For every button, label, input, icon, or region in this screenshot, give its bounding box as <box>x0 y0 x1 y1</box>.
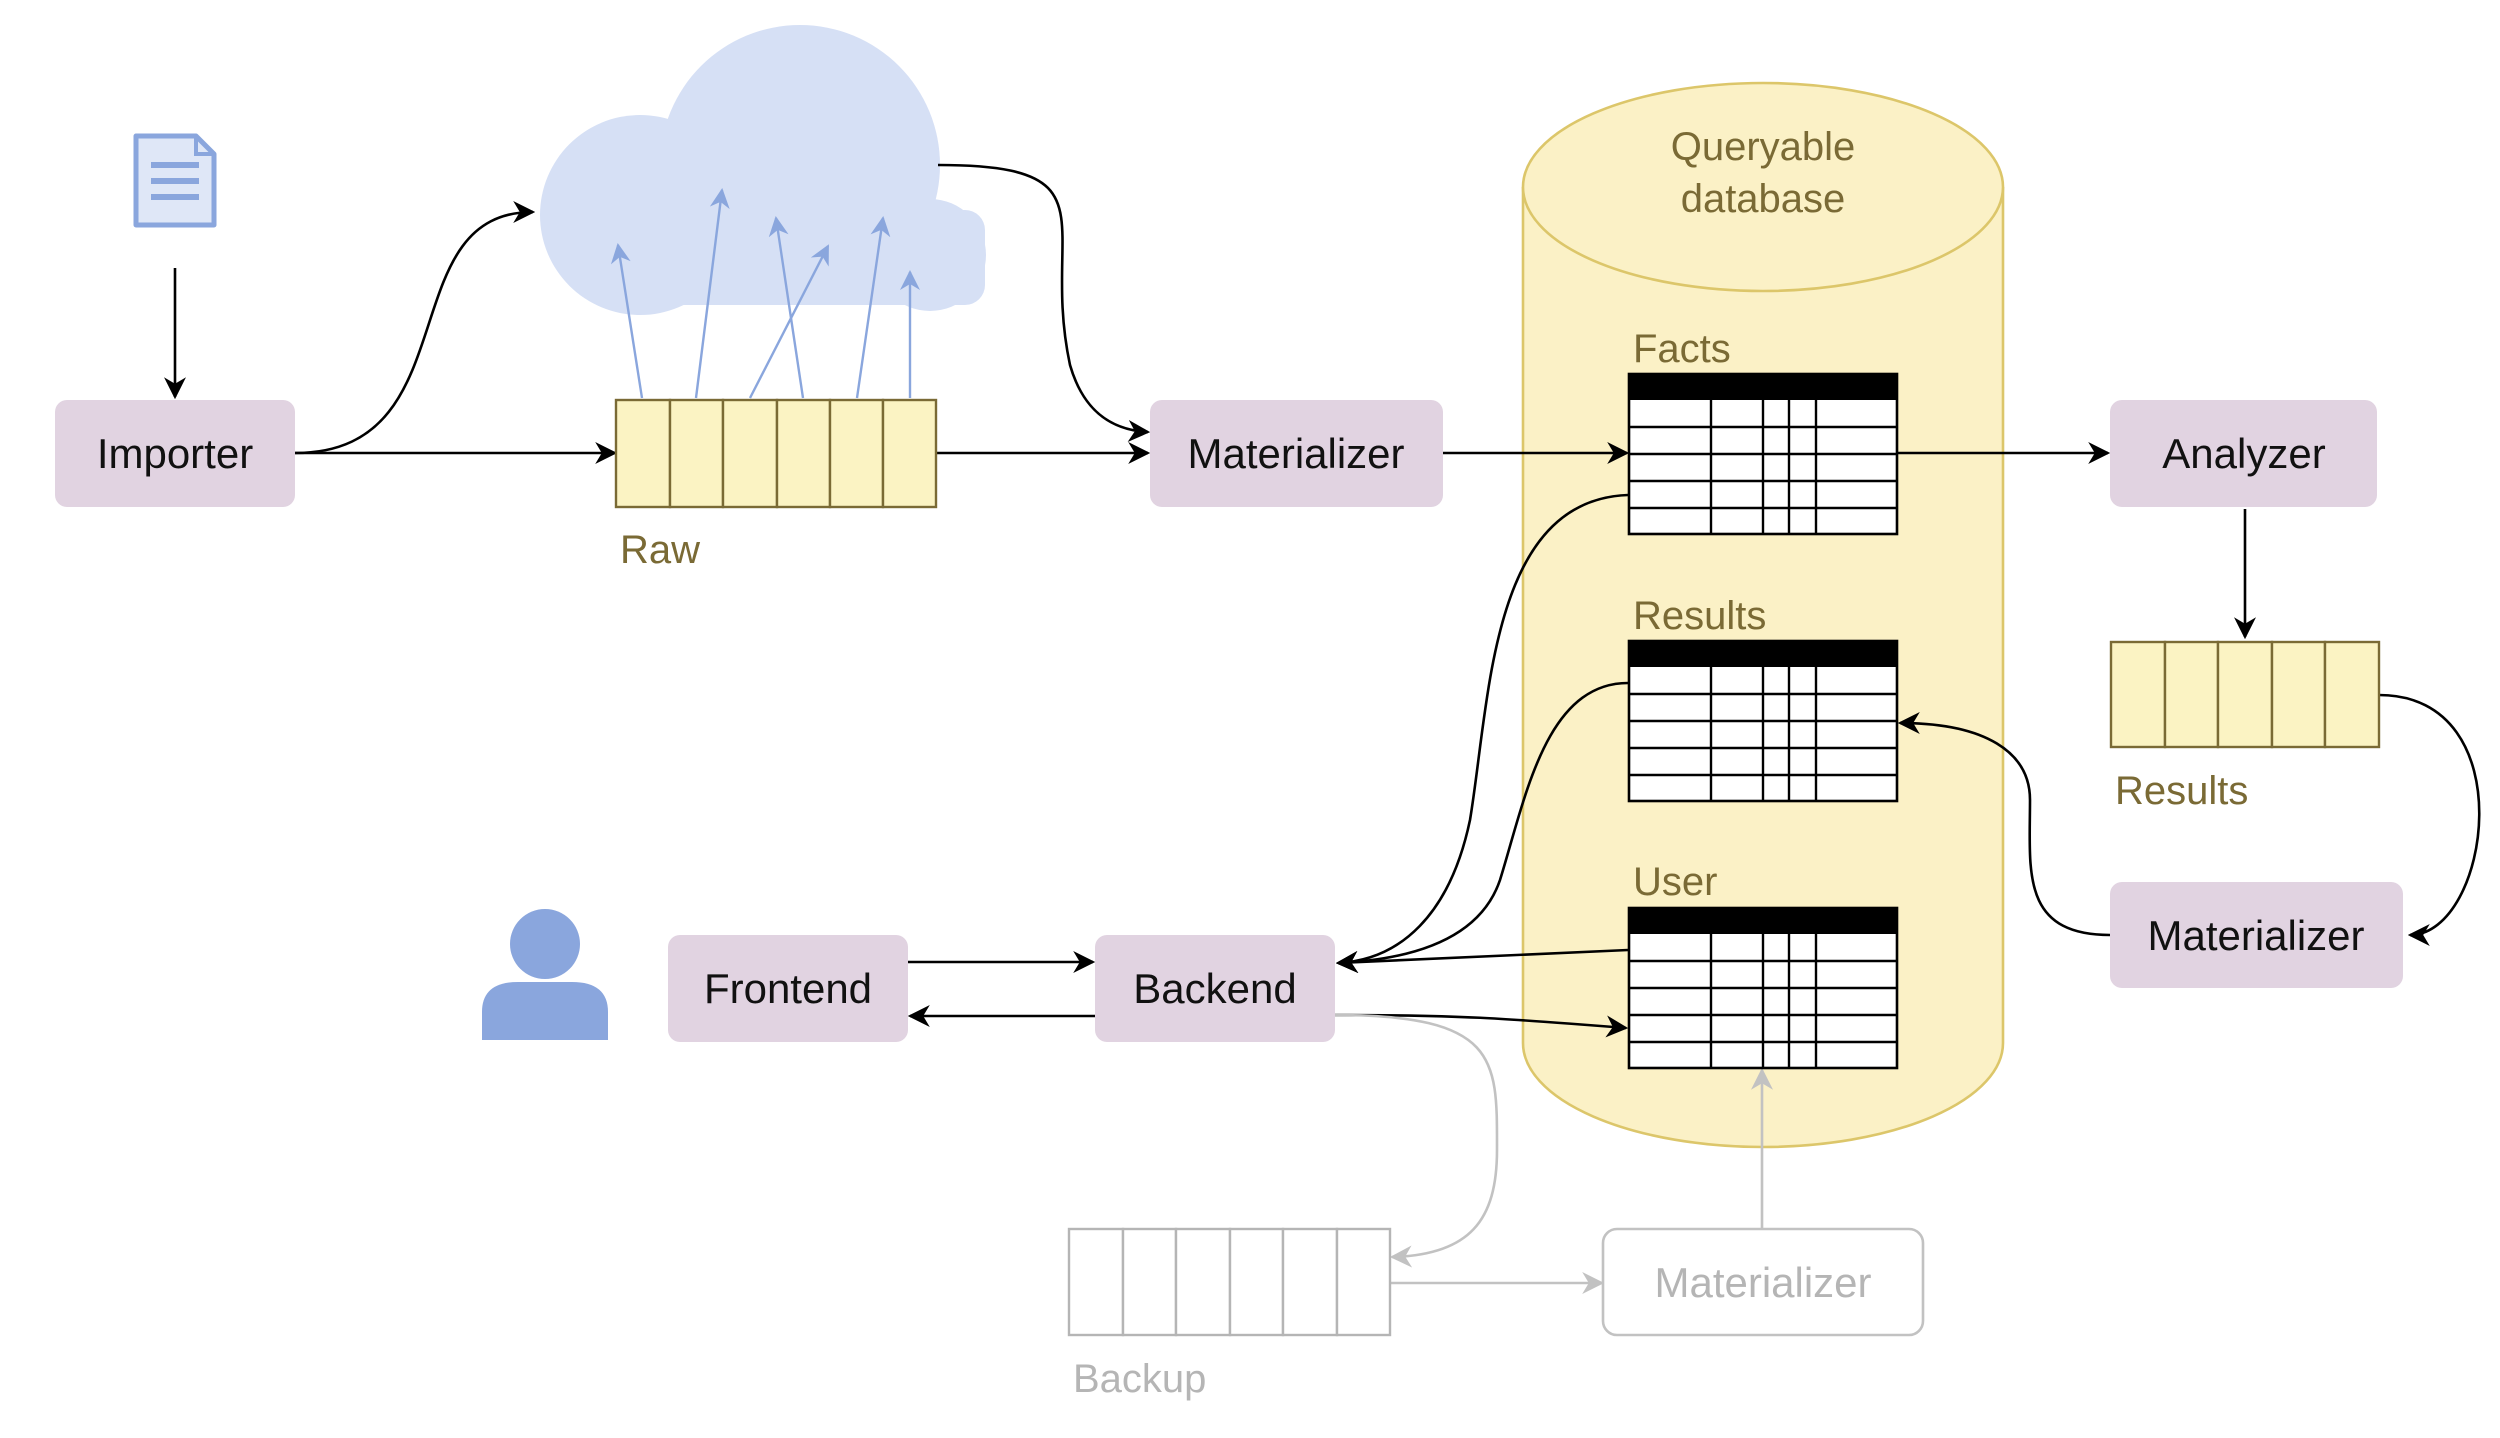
database-title-line2: database <box>1681 177 1846 221</box>
raw-queue: Raw <box>614 398 938 572</box>
backup-edges <box>1334 1013 1773 1294</box>
backend-label: Backend <box>1133 965 1296 1012</box>
backup-queue-label: Backup <box>1073 1357 1206 1401</box>
facts-table-label: Facts <box>1633 327 1731 371</box>
edges <box>164 163 2481 1038</box>
backend-box: Backend <box>1095 935 1335 1042</box>
user-icon <box>482 909 608 1040</box>
materializer-backup-label: Materializer <box>1654 1259 1871 1306</box>
database-title-line1: Queryable <box>1671 125 1856 169</box>
results-queue-label: Results <box>2115 769 2248 813</box>
frontend-label: Frontend <box>704 965 872 1012</box>
results-table: Results <box>1627 594 1899 803</box>
facts-table: Facts <box>1627 327 1899 536</box>
cloud-shape <box>540 25 986 315</box>
results-table-label: Results <box>1633 594 1766 638</box>
importer-box: Importer <box>55 400 295 507</box>
importer-label: Importer <box>97 430 253 477</box>
materializer-results-label: Materializer <box>2147 912 2364 959</box>
results-queue: Results <box>2109 640 2381 813</box>
materializer-results-box: Materializer <box>2110 882 2403 988</box>
materializer-main-box: Materializer <box>1150 400 1443 507</box>
user-table-label: User <box>1633 860 1717 904</box>
analyzer-box: Analyzer <box>2110 400 2377 507</box>
raw-to-cloud-arrows <box>610 188 920 399</box>
frontend-box: Frontend <box>668 935 908 1042</box>
materializer-backup-box: Materializer <box>1601 1227 1925 1337</box>
materializer-main-label: Materializer <box>1187 430 1404 477</box>
analyzer-label: Analyzer <box>2162 430 2325 477</box>
raw-queue-label: Raw <box>620 528 700 572</box>
user-table: User <box>1627 860 1899 1070</box>
document-icon <box>133 133 217 228</box>
backup-queue: Backup <box>1067 1227 1392 1401</box>
